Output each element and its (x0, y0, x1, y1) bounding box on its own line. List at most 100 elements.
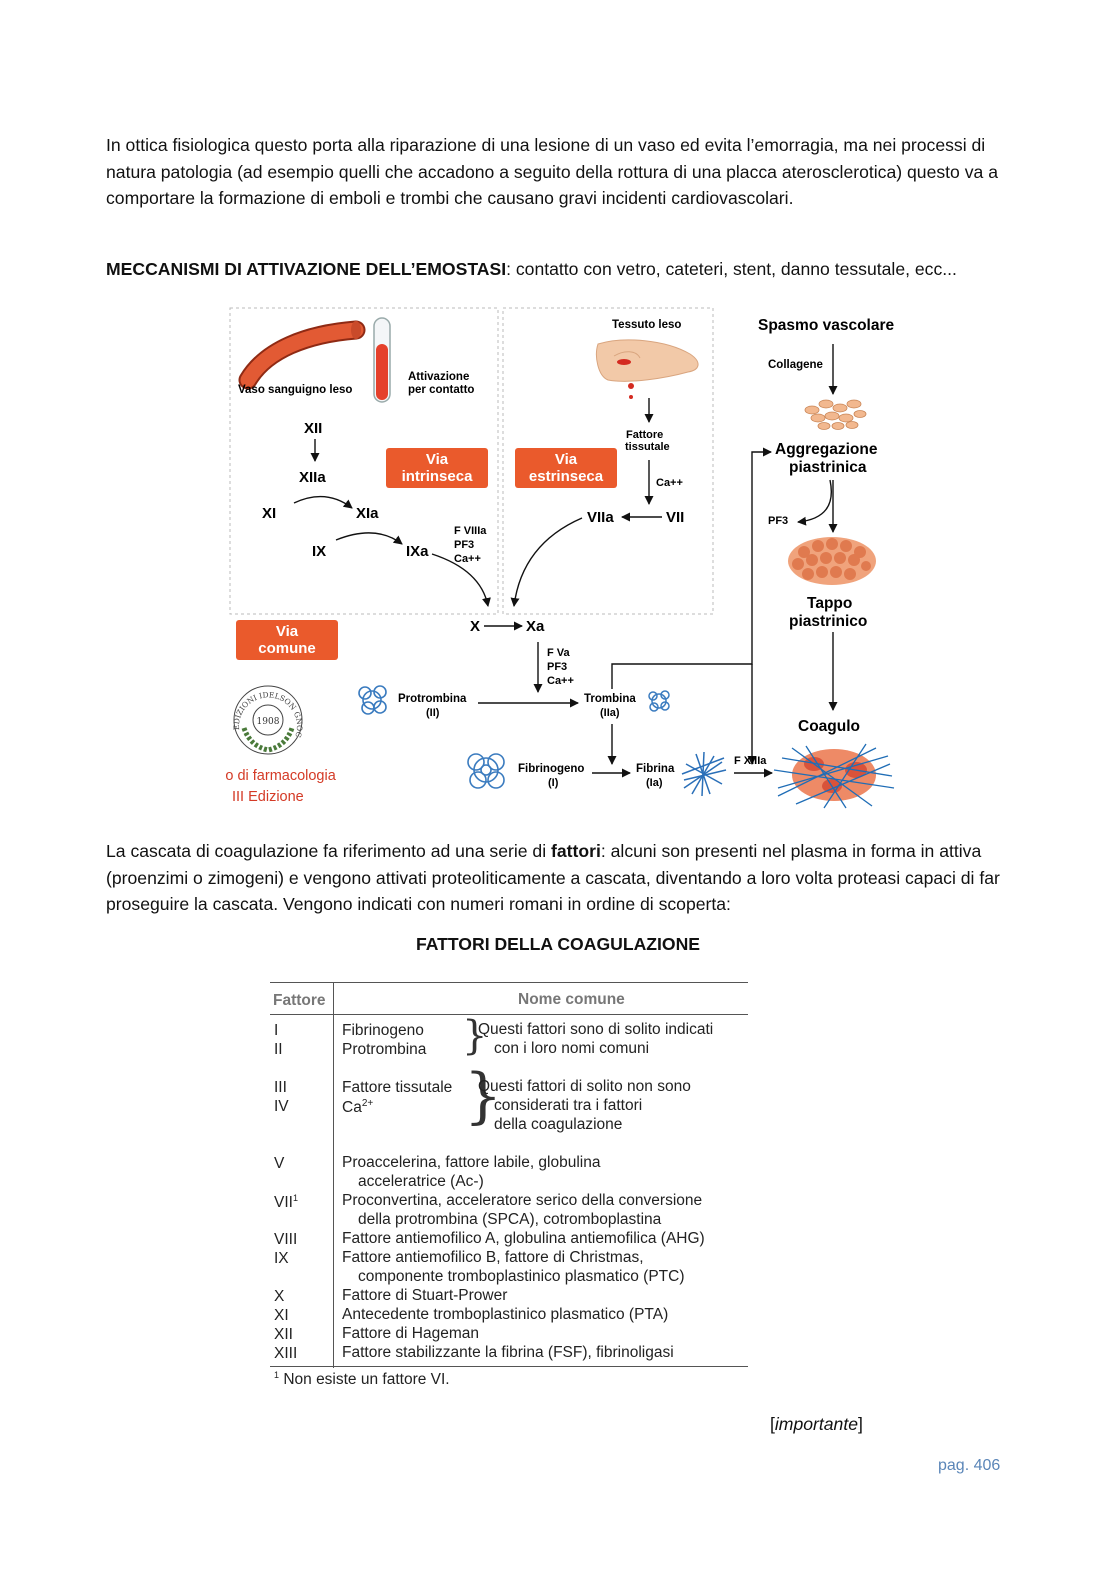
svg-text:comune: comune (258, 640, 316, 657)
row-roman: III (274, 1079, 287, 1096)
row-name-continued: acceleratrice (Ac-) (358, 1173, 484, 1190)
book-edition: III Edizione (232, 789, 304, 805)
row-name-continued: componente tromboplastinico plasmatico (… (358, 1268, 685, 1285)
platelet-plug-illustration (788, 537, 876, 585)
table-column-divider (333, 982, 334, 1368)
row-name: Fattore di Stuart-Prower (342, 1287, 508, 1304)
row-name: Proconvertina, acceleratore serico della… (342, 1192, 703, 1209)
factor-xa: Xa (526, 618, 545, 635)
extrinsic-badge: Via estrinseca (515, 448, 617, 488)
vessel-illustration (238, 320, 366, 390)
platelets-illustration (804, 399, 867, 430)
extrinsic-ca: Ca++ (656, 477, 683, 489)
group-2-note-line-1: Questi fattori di solito non sono (478, 1078, 691, 1095)
row-name: Antecedente tromboplastinico plasmatico … (342, 1306, 669, 1323)
vessel-label: Vaso sanguigno leso (238, 384, 352, 396)
fibrin-roman: (Ia) (646, 777, 663, 789)
fibrinogen-illustration (467, 753, 505, 789)
contact-activation-label-1: Attivazione (408, 371, 469, 383)
coagulation-cascade-diagram: Vaso sanguigno leso Attivazione per cont… (226, 300, 895, 809)
factors-text-1: La cascata di coagulazione fa riferiment… (106, 841, 551, 861)
row-name: Fattore tissutale (342, 1079, 453, 1096)
page-number: pag. 406 (938, 1457, 1001, 1474)
test-tube-illustration (373, 317, 391, 403)
factors-text-2: : alcuni son presenti nel plasma in form… (106, 841, 1000, 915)
fxiiia-label: F XIIIa (734, 755, 767, 767)
collagen-label: Collagene (768, 359, 823, 371)
factors-bold: fattori (551, 841, 601, 861)
row-name: Fattore antiemofilico B, fattore di Chri… (342, 1249, 644, 1266)
intrinsic-badge: Via intrinseca (386, 448, 488, 488)
row-roman: V (274, 1155, 285, 1172)
row-name: Fibrinogeno (342, 1022, 424, 1039)
mechanisms-text: : contatto con vetro, cateteri, stent, d… (506, 259, 957, 279)
svg-text:Via: Via (276, 623, 299, 640)
row-name: Fattore di Hageman (342, 1325, 479, 1342)
svg-text:estrinseca: estrinseca (529, 468, 604, 485)
row-roman: IX (274, 1250, 289, 1267)
brace-group-2: } (464, 1061, 503, 1131)
fibrinogen-roman: (I) (548, 777, 559, 789)
row-name-continued: della protrombina (SPCA), cotromboplasti… (358, 1211, 662, 1228)
factor-vii: VII (666, 509, 684, 526)
row-roman: X (274, 1288, 285, 1305)
row-name: Proaccelerina, fattore labile, globulina (342, 1154, 601, 1171)
paragraph-factors: La cascata di coagulazione fa riferiment… (106, 838, 1006, 918)
group-1-note-line-1: Questi fattori sono di solito indicati (478, 1021, 714, 1038)
factor-viia: VIIa (587, 509, 614, 526)
row-name: Fattore stabilizzante la fibrina (FSF), … (342, 1344, 674, 1361)
coagulation-factors-table: Fattore Nome comune I Fibrinogeno II Pro… (270, 980, 748, 1390)
brace-group-1: } (462, 1013, 488, 1059)
fibrinogen-label: Fibrinogeno (518, 763, 584, 775)
vascular-spasm-label: Spasmo vascolare (758, 317, 895, 334)
prothrombin-label: Protrombina (398, 693, 467, 705)
group-1-note-line-2: con i loro nomi comuni (494, 1040, 650, 1057)
intrinsic-panel (229, 307, 499, 615)
row-name: Fattore antiemofilico A, globulina antie… (342, 1230, 705, 1247)
extrinsic-panel (502, 307, 714, 615)
factor-xii: XII (304, 420, 322, 437)
pf3-label: PF3 (768, 515, 788, 527)
table-footnote: 1 Non esiste un fattore VI. (274, 1370, 450, 1389)
fibrin-illustration (681, 751, 727, 797)
factor-ixa: IXa (406, 543, 429, 560)
thrombin-illustration (648, 690, 670, 712)
aggregation-label-1: Aggregazione (775, 441, 878, 458)
platelet-plug-label-2: piastrinico (789, 613, 867, 630)
svg-text:Via: Via (426, 451, 449, 468)
table-bottom-rule (270, 1366, 748, 1367)
cofactor-fva: F Va (547, 647, 571, 659)
row-roman: VIII (274, 1231, 298, 1248)
thrombin-label: Trombina (584, 693, 636, 705)
factor-x: X (470, 618, 480, 635)
factor-xia: XIa (356, 505, 379, 522)
column-header-factor: Fattore (273, 992, 326, 1009)
cofactor-fviiia: F VIIIa (454, 525, 487, 537)
table-top-rule (270, 982, 748, 983)
row-name: Protrombina (342, 1041, 427, 1058)
aggregation-label-2: piastrinica (789, 459, 867, 476)
row-roman: I (274, 1022, 279, 1039)
clot-label: Coagulo (798, 718, 860, 735)
paragraph-mechanisms: MECCANISMI DI ATTIVAZIONE DELL’EMOSTASI:… (106, 256, 1006, 283)
factor-xi: XI (262, 505, 276, 522)
row-roman: XI (274, 1307, 289, 1324)
mechanisms-heading: MECCANISMI DI ATTIVAZIONE DELL’EMOSTASI (106, 259, 507, 279)
row-roman: XIII (274, 1345, 298, 1362)
thrombin-roman: (IIa) (600, 707, 620, 719)
fibrin-label: Fibrina (636, 763, 675, 775)
svg-text:intrinseca: intrinseca (402, 468, 474, 485)
cofactor-ca: Ca++ (454, 553, 481, 565)
paragraph-intro: In ottica fisiologica questo porta alla … (106, 135, 998, 209)
cofactor-ca-common: Ca++ (547, 675, 574, 687)
svg-text:1908: 1908 (257, 717, 280, 727)
factor-ix: IX (312, 543, 326, 560)
column-header-name: Nome comune (518, 991, 625, 1008)
table-title: FATTORI DELLA COAGULAZIONE (415, 934, 701, 954)
row-roman: IV (274, 1098, 289, 1115)
cofactor-pf3: PF3 (454, 539, 474, 551)
injured-hand-illustration (595, 339, 699, 399)
important-note: [importante] (770, 1414, 863, 1434)
tissue-injury-label: Tessuto leso (612, 319, 681, 331)
row-name: Ca2+ (342, 1098, 374, 1117)
